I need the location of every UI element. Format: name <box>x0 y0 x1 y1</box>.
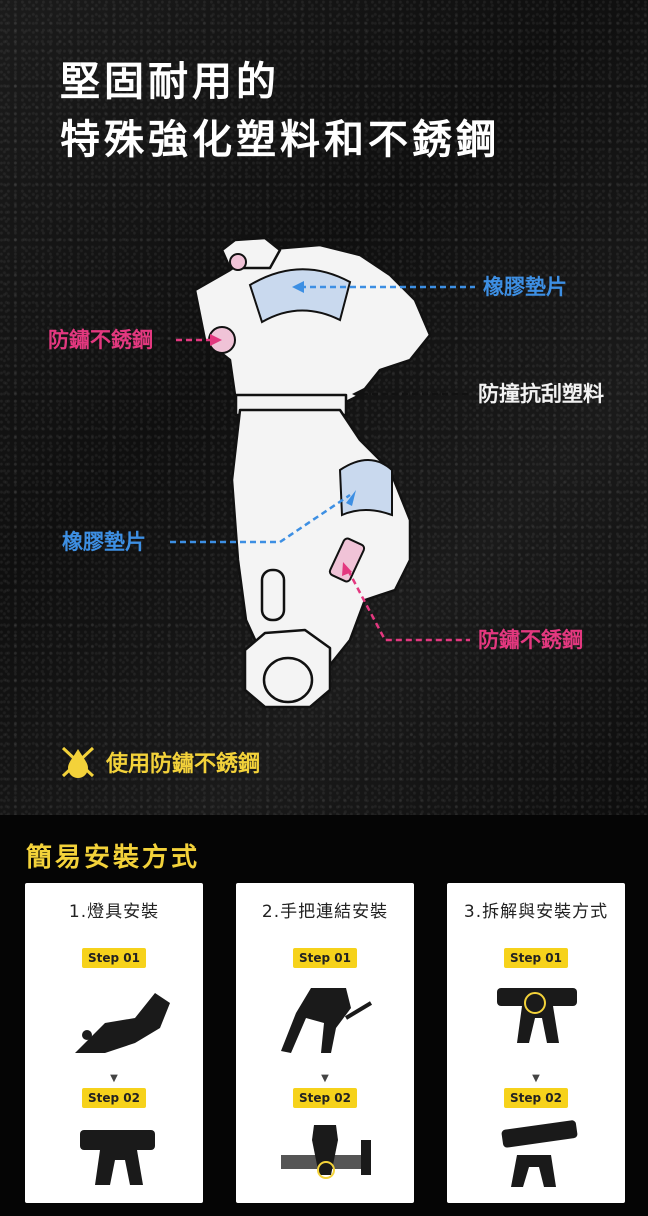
label-rubber-pad-top: 橡膠墊片 <box>483 275 567 299</box>
step-01-badge: Step 01 <box>504 948 568 968</box>
arrow-down-icon: ▼ <box>532 1073 540 1084</box>
hero-title-line1: 堅固耐用的 <box>60 59 280 105</box>
disassembly-step1-image <box>497 988 577 1043</box>
arrow-down-icon: ▼ <box>110 1073 118 1084</box>
stainless-pin-lower <box>328 537 366 583</box>
label-stainless-left: 防鏽不銹鋼 <box>48 328 153 352</box>
step-01-badge: Step 01 <box>82 948 146 968</box>
disassembly-step2-image <box>501 1120 578 1187</box>
install-title: 簡易安裝方式 <box>26 843 201 873</box>
card-title: 3.拆解與安裝方式 <box>463 902 609 922</box>
top-screw <box>229 253 247 271</box>
install-card-1: 1.燈具安裝 Step 01 ▼ Step 02 <box>25 883 203 1203</box>
stainless-note: 使用防鏽不銹鋼 <box>60 745 260 779</box>
install-section: 簡易安裝方式 1.燈具安裝 Step 01 ▼ Step 02 2.手把連結安裝… <box>0 815 648 1216</box>
arrow-down-icon: ▼ <box>321 1073 329 1084</box>
install-card-3: 3.拆解與安裝方式 Step 01 ▼ Step 02 <box>447 883 625 1203</box>
hero-title-line2: 特殊強化塑料和不銹鋼 <box>60 117 500 163</box>
install-card-2: 2.手把連結安裝 Step 01 ▼ Step 02 <box>236 883 414 1203</box>
mount-illustration <box>170 236 475 709</box>
label-plastic: 防撞抗刮塑料 <box>478 382 604 406</box>
card-title: 2.手把連結安裝 <box>261 902 389 922</box>
rubber-pad-lower-shape <box>338 459 393 517</box>
hero-section: 堅固耐用的 特殊強化塑料和不銹鋼 <box>0 0 648 815</box>
lower-body <box>230 408 412 672</box>
light-mount-step1-image <box>75 993 170 1053</box>
label-rubber-pad-left: 橡膠墊片 <box>62 530 146 554</box>
rubber-pad-top-shape <box>248 268 352 324</box>
step-01-badge: Step 01 <box>293 948 357 968</box>
light-mount-step2-image <box>80 1130 155 1185</box>
step-02-badge: Step 02 <box>82 1088 146 1108</box>
label-stainless-right: 防鏽不銹鋼 <box>478 628 583 652</box>
handlebar-step1-image <box>281 988 373 1053</box>
note-text: 使用防鏽不銹鋼 <box>106 752 261 777</box>
no-rust-icon <box>61 746 95 778</box>
handlebar-step2-image <box>281 1125 371 1179</box>
step-02-badge: Step 02 <box>293 1088 357 1108</box>
card-title: 1.燈具安裝 <box>68 902 160 922</box>
step-02-badge: Step 02 <box>504 1088 568 1108</box>
